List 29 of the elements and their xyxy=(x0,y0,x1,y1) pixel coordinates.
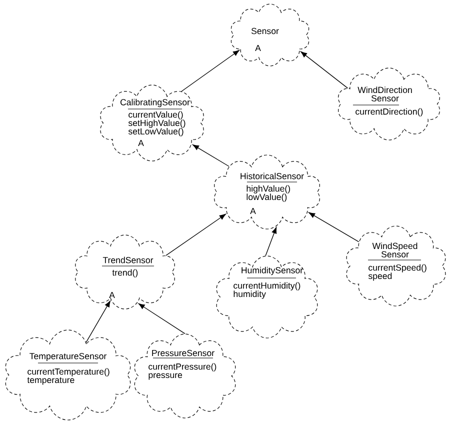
member-list: trend() xyxy=(112,269,138,278)
arrow xyxy=(166,214,226,256)
member-list: currentSpeed() speed xyxy=(368,264,426,281)
class-name: HistoricalSensor xyxy=(240,172,304,180)
member-list: currentPressure() pressure xyxy=(148,363,216,380)
member-list: highValue() lowValue() xyxy=(246,185,290,202)
abstract-label: A xyxy=(138,140,144,146)
arrow xyxy=(192,144,230,167)
class-name: TrendSensor xyxy=(102,256,154,264)
class-name: TemperatureSensor xyxy=(30,353,106,361)
arrow xyxy=(265,227,277,256)
class-name: WindSpeed Sensor xyxy=(372,242,418,258)
member-list: currentHumidity() humidity xyxy=(234,282,300,299)
class-name: CalibratingSensor xyxy=(120,98,190,108)
arrow xyxy=(308,212,360,242)
abstract-label: A xyxy=(109,292,115,298)
arrow xyxy=(181,50,240,92)
arrow xyxy=(86,300,110,343)
arrow xyxy=(138,303,186,334)
class-name: Sensor xyxy=(251,28,279,34)
arrow xyxy=(300,51,348,89)
class-name: PressureSensor xyxy=(152,350,214,356)
abstract-label: A xyxy=(250,208,256,214)
member-list: currentTemperature() temperature xyxy=(27,368,110,385)
class-name: WindDirection Sensor xyxy=(358,86,412,102)
member-list: currentDirection() xyxy=(356,108,423,116)
member-list: currentValue() setHighValue() setLowValue() xyxy=(128,111,186,136)
class-name: HumiditySensor xyxy=(242,266,303,276)
abstract-label: A xyxy=(255,44,261,52)
